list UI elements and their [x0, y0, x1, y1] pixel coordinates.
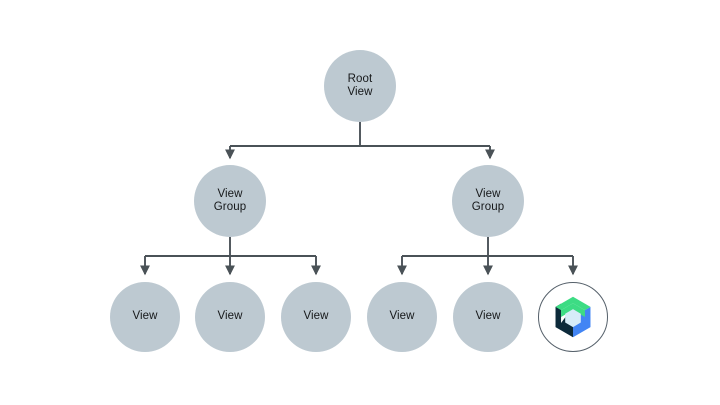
jetpack-compose-logo-icon: [555, 296, 591, 338]
node-view-group-right-label: View Group: [471, 187, 505, 214]
node-view-5-label: View: [475, 310, 501, 323]
node-view-3[interactable]: View: [281, 282, 351, 352]
node-view-1[interactable]: View: [110, 282, 180, 352]
node-view-5[interactable]: View: [453, 282, 523, 352]
node-root-view[interactable]: Root View: [324, 50, 396, 122]
node-view-group-left[interactable]: View Group: [194, 165, 266, 237]
node-view-1-label: View: [132, 310, 158, 323]
node-view-2[interactable]: View: [195, 282, 265, 352]
node-view-3-label: View: [303, 310, 329, 323]
node-view-4[interactable]: View: [367, 282, 437, 352]
node-root-view-label: Root View: [347, 72, 373, 99]
node-view-group-right[interactable]: View Group: [452, 165, 524, 237]
node-view-4-label: View: [389, 310, 415, 323]
node-view-2-label: View: [217, 310, 243, 323]
node-view-group-left-label: View Group: [213, 187, 247, 214]
node-compose[interactable]: [538, 282, 608, 352]
